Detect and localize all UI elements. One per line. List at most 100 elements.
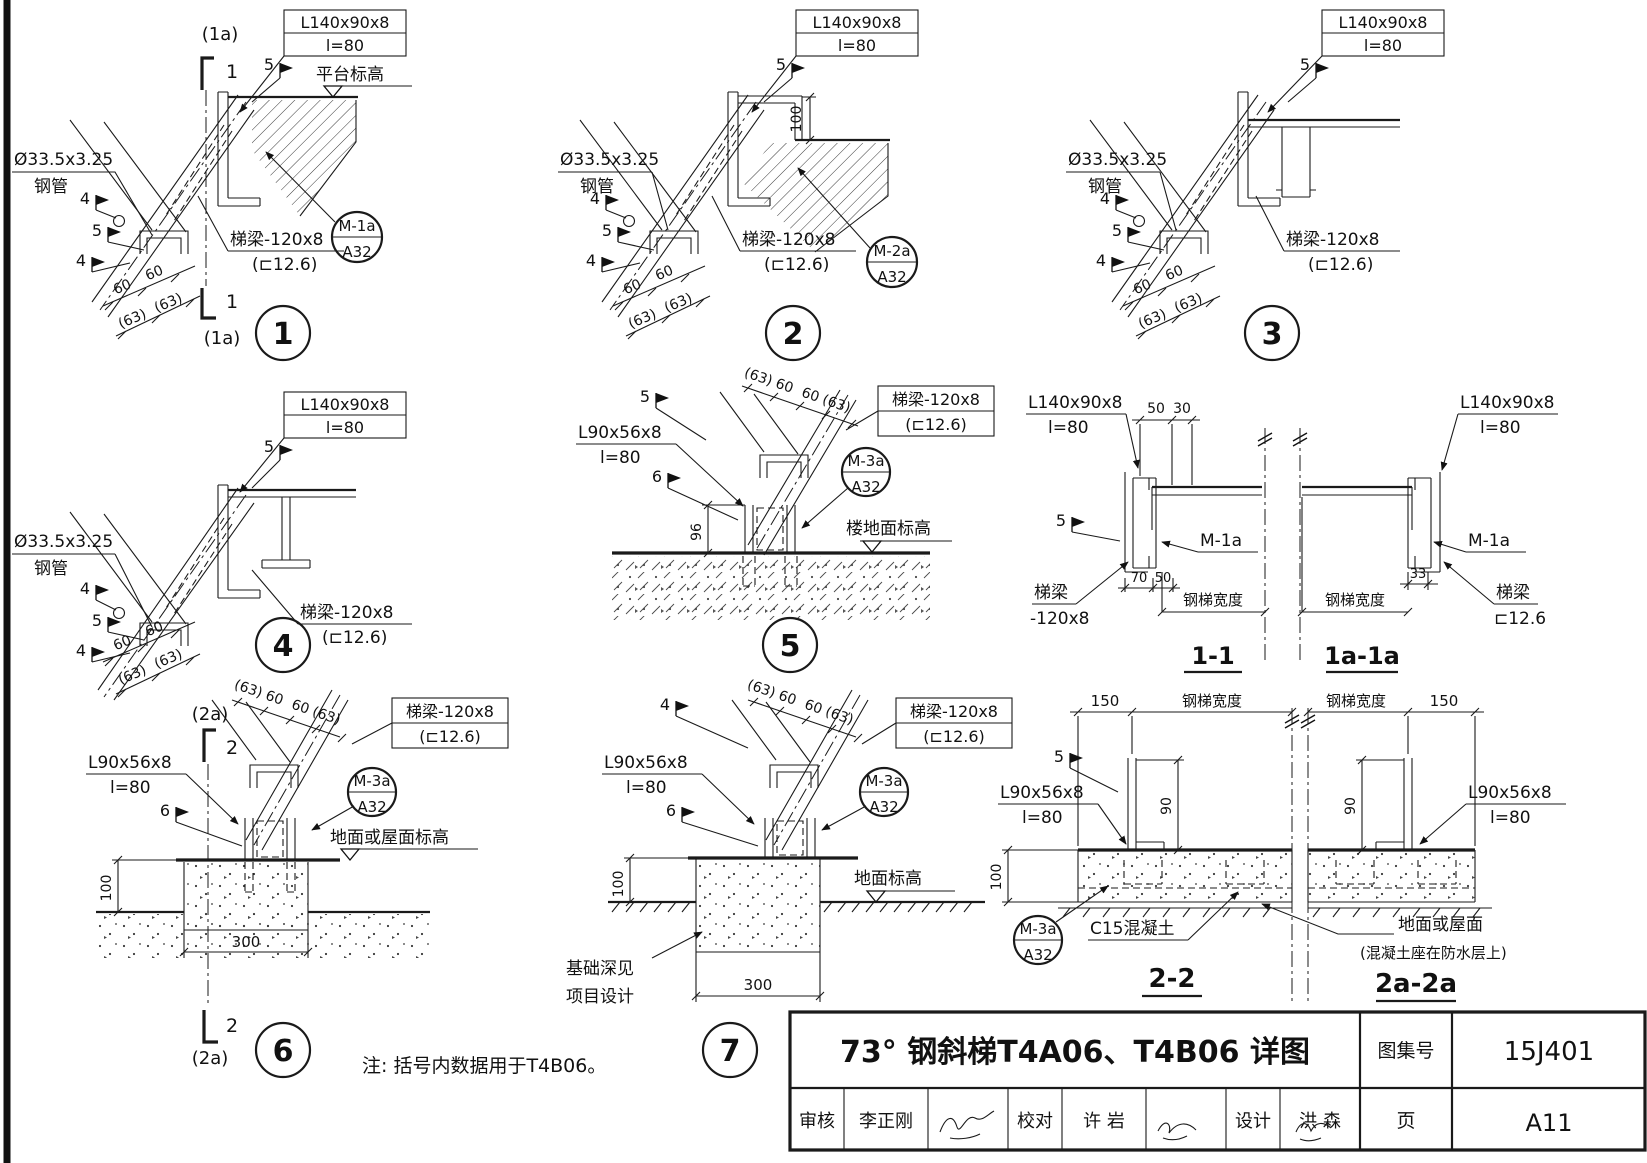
foundation-note-line1: 基础深见 [566,959,634,979]
linework [602,689,1013,1002]
title-block-grid [788,1010,1647,1152]
angle-size-label: L140x90x8 [813,13,902,32]
cut-number: 1 [226,61,238,83]
stringer-channel-label: (⊏12.6) [322,628,387,648]
dim-label: (63) [152,646,185,672]
dim-label: 60 [773,376,795,397]
mark-grade: A32 [869,798,898,816]
ladder-width-label: 钢梯宽度 [1183,591,1243,609]
weld-number: 5 [92,611,102,630]
section-title: 1a-1a [1324,642,1400,670]
dim-label: 33 [1410,567,1427,582]
pipe-label: 钢管 [34,559,68,579]
mark-id: M-1a [338,217,375,235]
detail-number-badge [764,304,822,362]
mark-grade: A32 [1023,946,1052,964]
section-title: 1-1 [1191,642,1234,670]
audit-label: 审核 [799,1111,835,1132]
stringer-label: 梯梁-120x8 [406,702,494,721]
ground-roof-level-label: 地面或屋面标高 [330,828,449,848]
level-mark-icon [866,890,886,903]
pipe-label: 钢管 [580,177,614,197]
mark-id: M-3a [353,772,390,790]
weld-number: 5 [1056,511,1066,530]
cut-label: (2a) [192,704,229,725]
stringer-label: 梯梁-120x8 [742,230,835,250]
dim-label: 96 [689,523,705,541]
dim-label: 60 [802,697,824,718]
dim-label: 60 [111,632,134,654]
detail-number: 5 [780,629,801,664]
audit-name: 李正刚 [859,1111,913,1132]
dim-label: (63) [152,290,185,316]
mark-grade: A32 [877,268,906,286]
detail-7: 4 6 (63) 60 60 (63) L90x56x8 l=80 梯梁-120… [566,677,1013,1079]
atlas-number: 15J401 [1504,1037,1594,1067]
mark-id: M-1a [1200,531,1242,551]
weld-flag-icon [675,700,690,717]
stringer-label: 梯梁-120x8 [1286,230,1379,250]
mark-grade: A32 [342,243,371,261]
level-mark-icon [340,848,360,861]
dim-label: (63) [1172,290,1205,316]
floor-level-label: 楼地面标高 [846,519,931,539]
pipe-size-label: Ø33.5x3.25 [14,150,113,170]
weld-number: 5 [264,55,274,74]
weld-number: 4 [1100,189,1110,208]
weld-flag-icon [617,226,632,243]
weld-flag-icon [107,226,122,243]
atlas-label: 图集号 [1377,1040,1434,1062]
section-title: 2-2 [1149,964,1196,994]
angle-size-label: L140x90x8 [301,395,390,414]
dim-label: 60 [776,688,798,709]
dim-label: 150 [1091,692,1120,710]
dim-label: (63) [232,677,264,701]
linework [576,383,995,620]
mark-id: M-3a [865,772,902,790]
angle-size-label: L90x56x8 [1000,783,1084,803]
dim-label: (63) [745,677,777,701]
detail-number-badge [1243,304,1301,362]
dim-label: 90 [1343,797,1359,815]
pipe-size-label: Ø33.5x3.25 [14,532,113,552]
dim-label: 100 [789,106,805,133]
weld-number: 6 [160,801,170,820]
detail-5: 5 6 (63) 60 60 (63) L90x56x8 l=80 梯梁-120… [576,365,995,674]
mark-id: M-2a [873,242,910,260]
weld-number: 5 [1054,747,1064,766]
angle-length-label: l=80 [626,778,667,798]
detail-number-badge [254,616,312,674]
mark-id: M-1a [1468,531,1510,551]
stringer-channel-label: (⊏12.6) [764,255,829,275]
weld-flag-icon [95,194,110,211]
angle-size-label: L90x56x8 [88,753,172,773]
weld-flag-icon [107,616,122,633]
angle-size-label: L90x56x8 [578,423,662,443]
weld-flag-icon [655,392,670,409]
weld-flag-icon [1071,516,1086,533]
dim-label: 60 [799,385,821,406]
detail-number: 4 [273,629,294,664]
design-label: 设计 [1235,1111,1271,1132]
weld-number: 5 [92,221,102,240]
angle-length-label: l=80 [1480,418,1521,438]
dim-label: 150 [1430,692,1459,710]
angle-length-label: l=80 [1022,808,1063,828]
weld-flag-icon [1069,752,1084,769]
dim-label: 60 [653,262,676,284]
angle-size-label: L140x90x8 [301,13,390,32]
linework [558,9,919,340]
angle-size-label: L140x90x8 [1028,393,1123,413]
angle-length-label: l=80 [838,36,876,55]
ladder-width-label: 钢梯宽度 [1325,591,1385,609]
detail-number: 7 [720,1034,741,1069]
weld-flag-icon [95,584,110,601]
weld-number: 4 [80,189,90,208]
cut-label: (1a) [204,328,241,349]
section-1-1: L140x90x8 l=80 50 30 5 M-1a 70 50 梯梁 -12… [1026,393,1558,674]
ladder-width-label: 钢梯宽度 [1182,692,1242,710]
pipe-size-label: Ø33.5x3.25 [560,150,659,170]
dim-label: 60 [143,262,166,284]
ground-roof-sub-label: (混凝土座在防水层上) [1360,944,1507,962]
page-number: A11 [1526,1109,1573,1137]
